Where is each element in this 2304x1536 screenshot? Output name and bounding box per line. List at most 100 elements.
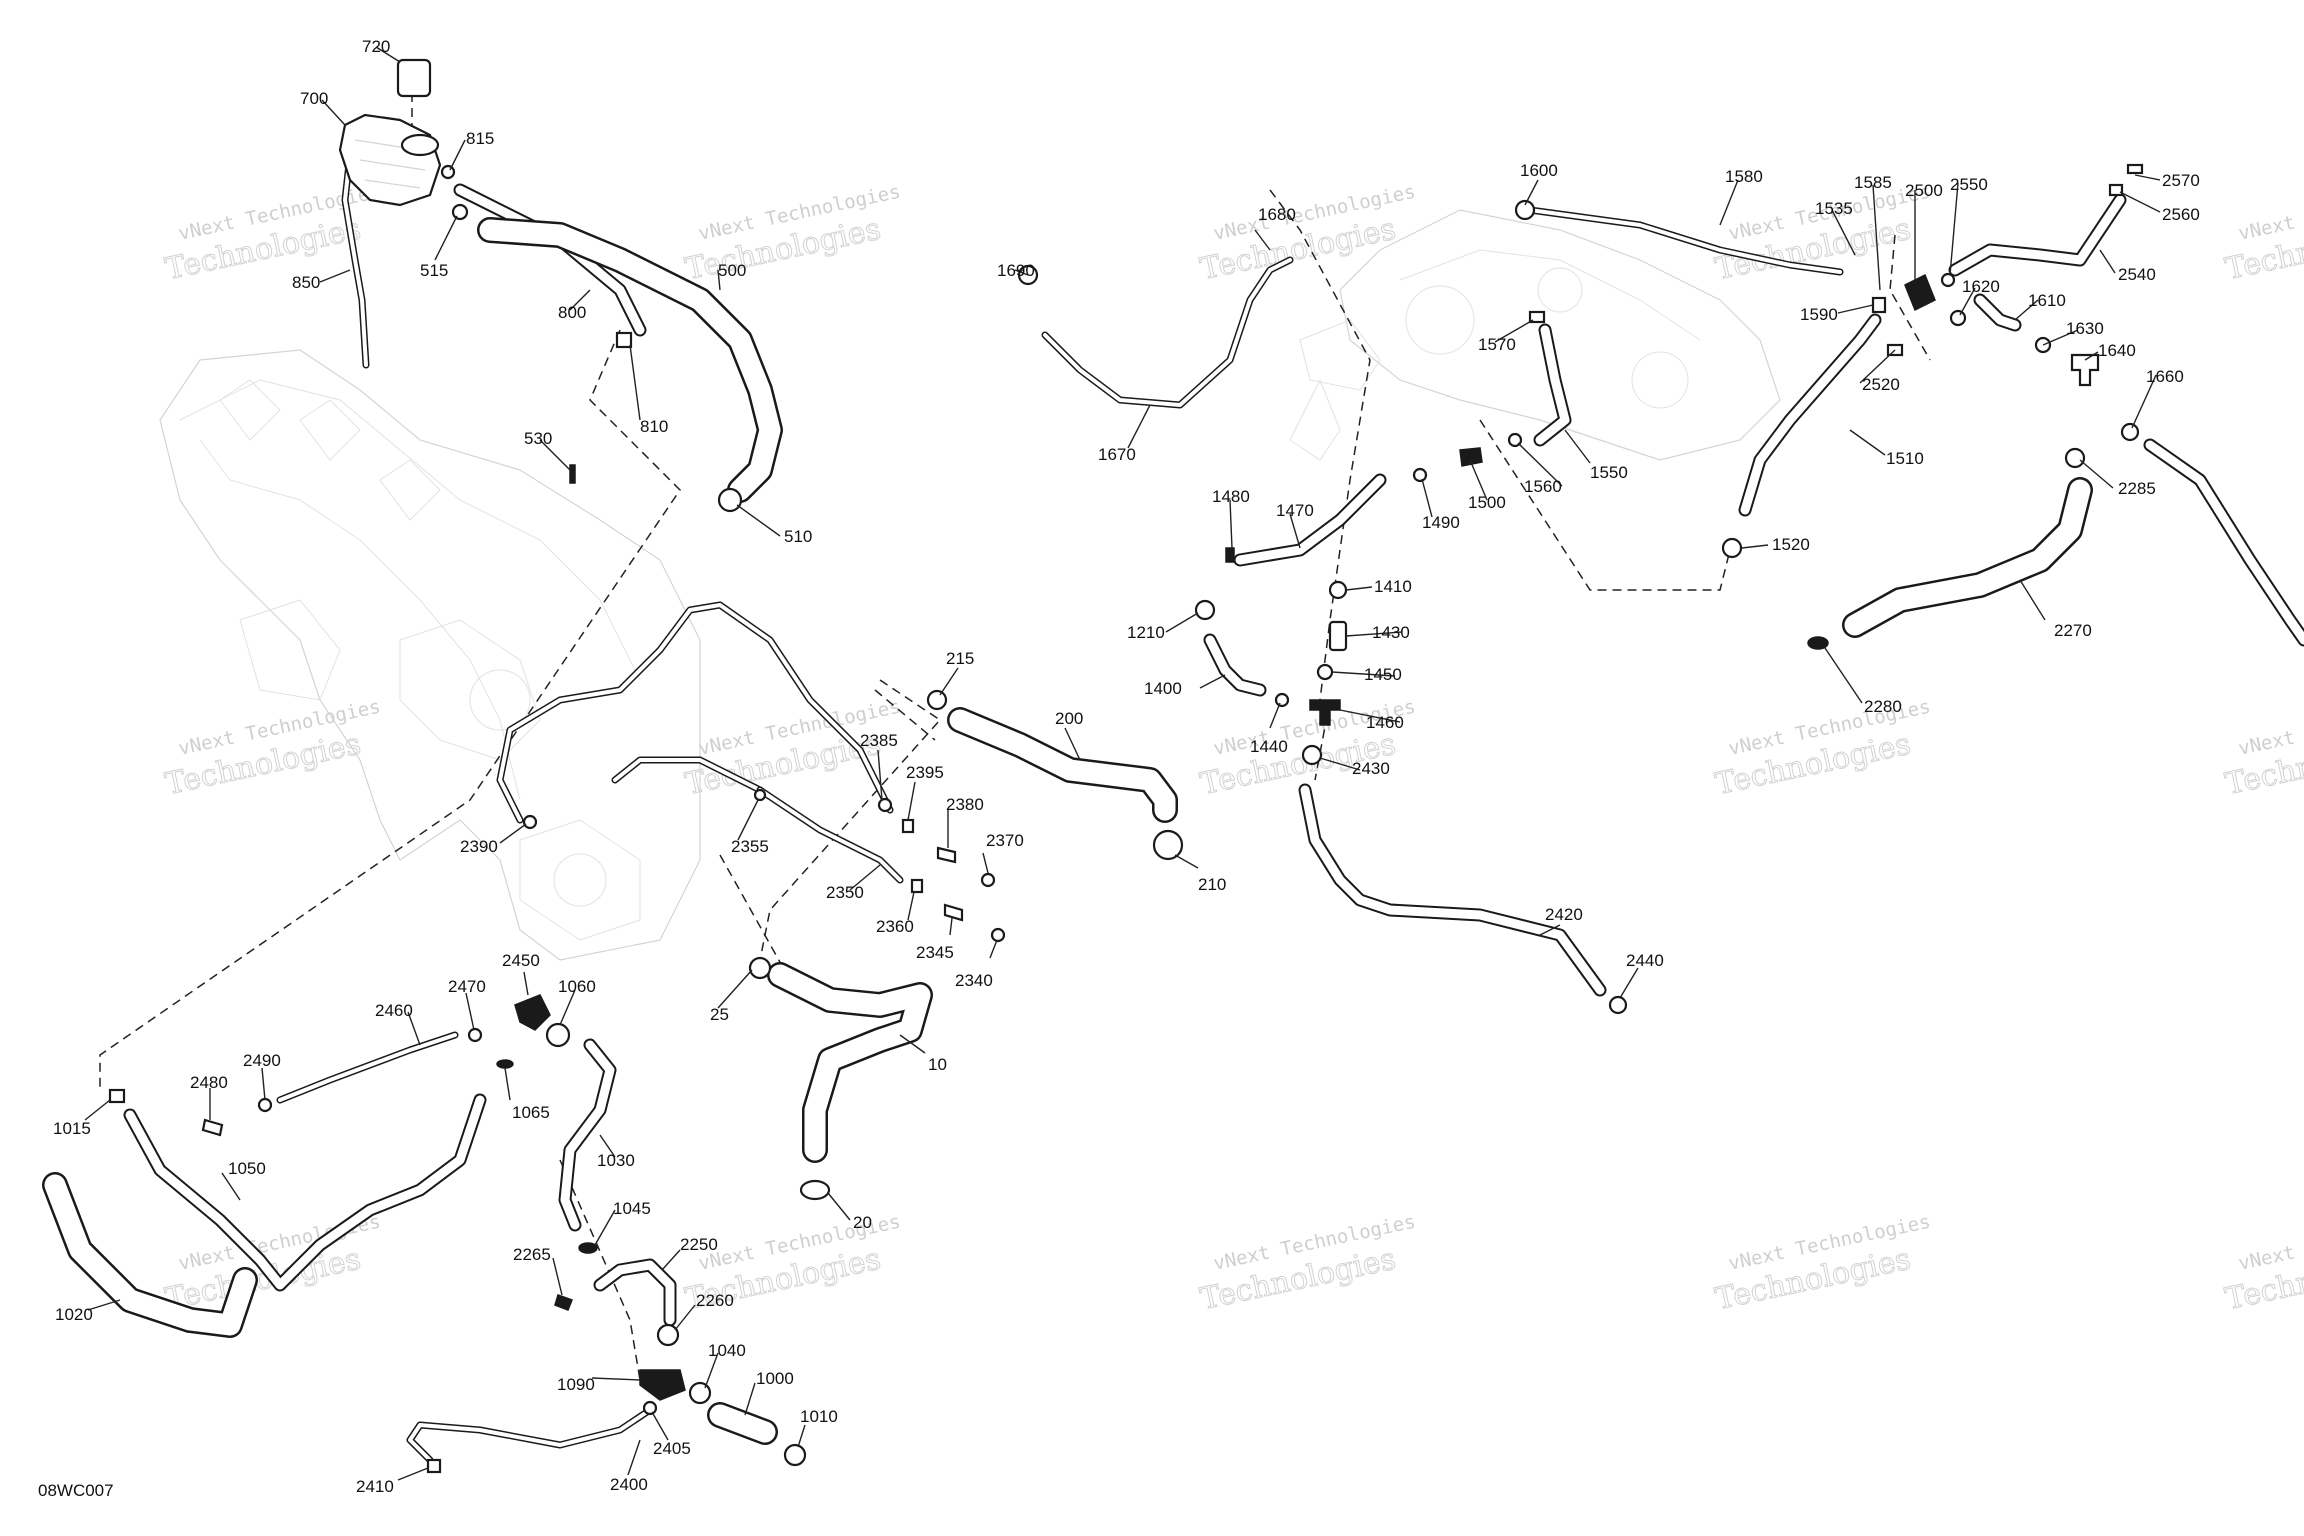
fitting-2395 [901, 818, 915, 834]
clamp-2390 [522, 814, 538, 830]
callout: 2440 [1626, 951, 1664, 970]
callout: 1590 [1800, 305, 1838, 324]
callout: 2490 [243, 1051, 281, 1070]
clamp-1490 [1412, 467, 1428, 483]
fitting-1590 [1871, 296, 1887, 314]
fittings [108, 58, 2144, 1474]
callout: 850 [292, 273, 320, 292]
callout: 1400 [1144, 679, 1182, 698]
callout: 1050 [228, 1159, 266, 1178]
callout-labels: 720 700 815 515 850 800 500 810 530 510 … [53, 37, 2200, 1496]
callout: 2470 [448, 977, 486, 996]
callout: 530 [524, 429, 552, 448]
clamp-1620 [1949, 309, 1967, 327]
clamp-510 [717, 487, 743, 513]
clamp-210 [1152, 829, 1184, 861]
callout: 2450 [502, 951, 540, 970]
callout: 1090 [557, 1375, 595, 1394]
callout: 1490 [1422, 513, 1460, 532]
fitting-2570 [2126, 163, 2144, 175]
clamp-2340 [990, 927, 1006, 943]
clamp-1045 [578, 1242, 598, 1254]
callout: 1430 [1372, 623, 1410, 642]
clamp-2370 [980, 872, 996, 888]
callout: 1470 [1276, 501, 1314, 520]
clamp-515 [451, 203, 469, 221]
clamp-1210 [1194, 599, 1216, 621]
fitting-2345 [943, 903, 964, 922]
callout: 1450 [1364, 665, 1402, 684]
callout: 2285 [2118, 479, 2156, 498]
fitting-2410 [426, 1458, 442, 1474]
leader-lines [84, 46, 2161, 1481]
callout: 2380 [946, 795, 984, 814]
tube-1670 [1041, 256, 1294, 409]
clamp-1040 [688, 1381, 712, 1405]
callout: 2570 [2162, 171, 2200, 190]
clamp-1450 [1316, 663, 1334, 681]
callout: 1690 [997, 261, 1035, 280]
clamp-1660 [2120, 422, 2140, 442]
callout: 2500 [1905, 181, 1943, 200]
watermark-line1: vNext Technologies [2236, 1211, 2304, 1275]
callout: 1500 [1468, 493, 1506, 512]
callout: 720 [362, 37, 390, 56]
callout: 1060 [558, 977, 596, 996]
fitting-2480 [201, 1118, 224, 1137]
callout: 215 [946, 649, 974, 668]
callout: 25 [710, 1005, 729, 1024]
watermark-line1: vNext Technologies [2236, 696, 2304, 760]
callout: 2395 [906, 763, 944, 782]
fitting-2380 [936, 846, 957, 864]
callout: 2355 [731, 837, 769, 856]
clamp-1060 [545, 1022, 571, 1048]
clamp-2355 [753, 788, 767, 802]
callout: 2250 [680, 1235, 718, 1254]
clamp-20 [799, 1179, 831, 1201]
clamp-1065 [496, 1059, 514, 1069]
tee-1500 [1459, 447, 1483, 467]
callout: 800 [558, 303, 586, 322]
clamp-2430 [1301, 744, 1323, 766]
callout: 2340 [955, 971, 993, 990]
callout: 1610 [2028, 291, 2066, 310]
callout: 2390 [460, 837, 498, 856]
fitting-1015 [108, 1088, 126, 1104]
clamp-1600 [1514, 199, 1536, 221]
callout: 1210 [1127, 623, 1165, 642]
callout: 1580 [1725, 167, 1763, 186]
callout: 2480 [190, 1073, 228, 1092]
callout: 2405 [653, 1439, 691, 1458]
callout: 515 [420, 261, 448, 280]
callout: 1460 [1366, 713, 1404, 732]
callout: 1510 [1886, 449, 1924, 468]
fitting-1480 [1225, 547, 1235, 563]
callout: 2410 [356, 1477, 394, 1496]
callout: 1020 [55, 1305, 93, 1324]
callout: 1030 [597, 1151, 635, 1170]
tube-2400 [406, 1406, 654, 1464]
hose-parts [42, 151, 2304, 1464]
callout: 2430 [1352, 759, 1390, 778]
callout: 1015 [53, 1119, 91, 1138]
callout: 1600 [1520, 161, 1558, 180]
clamp-1010 [783, 1443, 807, 1467]
callout: 2370 [986, 831, 1024, 850]
fitting-2560 [2108, 183, 2124, 197]
valve-2450 [514, 994, 551, 1031]
callout: 810 [640, 417, 668, 436]
callout: 2265 [513, 1245, 551, 1264]
callout: 1570 [1478, 335, 1516, 354]
callout: 1520 [1772, 535, 1810, 554]
callout: 2540 [2118, 265, 2156, 284]
callout: 210 [1198, 875, 1226, 894]
callout: 1660 [2146, 367, 2184, 386]
callout: 1040 [708, 1341, 746, 1360]
tank-cap-720 [396, 58, 432, 98]
callout: 200 [1055, 709, 1083, 728]
document-code: 08WC007 [38, 1481, 114, 1500]
clamp-25 [748, 956, 772, 980]
callout: 1010 [800, 1407, 838, 1426]
fitting-810 [615, 331, 633, 349]
